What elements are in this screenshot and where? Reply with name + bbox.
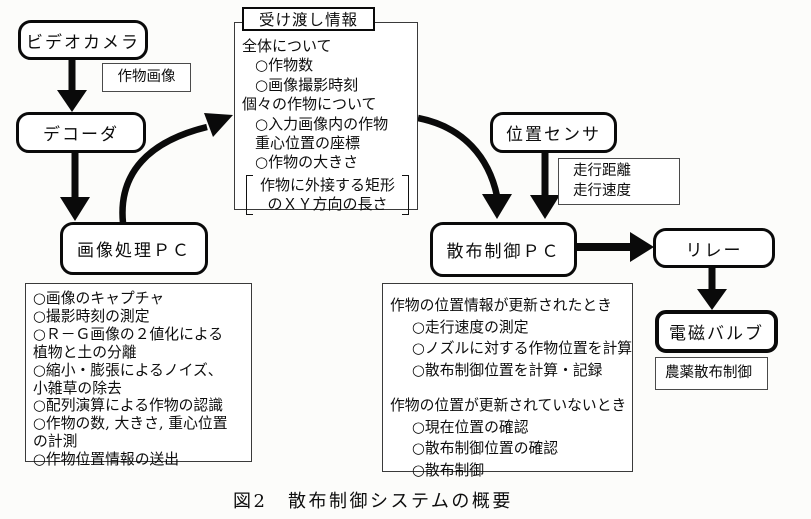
task-line: ○画像のキャプチャ bbox=[33, 290, 165, 307]
arrow-image-pc-to-info-box bbox=[119, 113, 233, 224]
left-bracket bbox=[246, 174, 253, 215]
bracket-text: 作物に外接する矩形 のＸＹ方向の長さ bbox=[259, 175, 395, 213]
label-pesticide-spray-control: 農薬散布制御 bbox=[655, 357, 768, 390]
figure-caption: 図2 散布制御システムの概要 bbox=[233, 491, 513, 512]
case1-title: 作物の位置情報が更新されたとき bbox=[390, 297, 612, 314]
arrow-spray-pc-to-relay bbox=[577, 232, 654, 262]
arrow-position-sensor-to-spray-pc bbox=[530, 153, 560, 219]
task-line: の計測 bbox=[33, 433, 78, 451]
arrow-info-box-to-spray-pc bbox=[417, 114, 512, 219]
node-solenoid-valve: 電磁バルブ bbox=[655, 310, 778, 353]
info-box-title: 受け渡し情報 bbox=[242, 7, 375, 31]
info-line: ○作物の大きさ bbox=[255, 153, 359, 172]
task-line: ○縮小・膨張によるノイズ、 bbox=[33, 361, 223, 379]
arrow-relay-to-valve bbox=[697, 268, 727, 310]
task-line: 植物と土の分離 bbox=[33, 343, 137, 361]
label-travel-info: 走行距離 走行速度 bbox=[558, 158, 680, 205]
task-line: ○ノズルに対する作物位置を計算 bbox=[412, 340, 633, 357]
right-bracket bbox=[402, 174, 409, 215]
task-line: ○作物位置情報の送出 bbox=[33, 451, 180, 469]
section-gap bbox=[390, 381, 630, 395]
task-line: ○撮影時刻の測定 bbox=[33, 307, 150, 325]
task-line: ○散布制御位置の確認 bbox=[412, 440, 559, 457]
label-crop-image: 作物画像 bbox=[102, 63, 191, 92]
info-box: 全体について ○作物数 ○画像撮影時刻 個々の作物について ○入力画像内の作物 … bbox=[234, 22, 418, 215]
info-line: ○作物数 bbox=[255, 56, 314, 75]
info-line: 重心位置の座標 bbox=[255, 134, 361, 153]
case2-title: 作物の位置が更新されていないとき bbox=[390, 397, 627, 414]
task-line: ○散布制御 bbox=[412, 461, 485, 479]
spray-pc-task-list: 作物の位置情報が更新されたとき ○走行速度の測定 ○ノズルに対する作物位置を計算… bbox=[382, 283, 633, 479]
task-line: ○配列演算による作物の認識 bbox=[33, 397, 224, 415]
node-decoder: デコーダ bbox=[16, 112, 146, 153]
node-relay: リレー bbox=[653, 228, 775, 268]
info-line: 全体について bbox=[242, 37, 332, 55]
arrow-decoder-to-image-pc bbox=[60, 153, 90, 221]
arrow-video-camera-to-decoder bbox=[57, 60, 87, 112]
info-line: ○画像撮影時刻 bbox=[255, 75, 359, 94]
node-position-sensor: 位置センサ bbox=[490, 112, 617, 153]
node-spray-control-pc: 散布制御ＰＣ bbox=[430, 222, 577, 277]
task-line: 小雑草の除去 bbox=[33, 379, 122, 397]
info-line: ○入力画像内の作物 bbox=[255, 114, 389, 133]
task-line: ○走行速度の測定 bbox=[412, 318, 529, 336]
task-line: ○作物の数, 大きさ, 重心位置 bbox=[33, 415, 228, 433]
node-image-processing-pc: 画像処理ＰＣ bbox=[60, 222, 208, 275]
info-bracket-note: 作物に外接する矩形 のＸＹ方向の長さ bbox=[246, 174, 409, 215]
task-line: ○散布制御位置を計算・記録 bbox=[412, 361, 603, 379]
node-video-camera: ビデオカメラ bbox=[18, 20, 148, 60]
task-line: ○現在位置の確認 bbox=[412, 418, 529, 436]
image-pc-task-list: ○画像のキャプチャ ○撮影時刻の測定 ○Ｒ－Ｇ画像の２値化による 植物と土の分離… bbox=[25, 283, 252, 468]
label-travel-distance: 走行距離 bbox=[573, 163, 631, 179]
label-travel-speed: 走行速度 bbox=[573, 182, 631, 199]
task-line: ○Ｒ－Ｇ画像の２値化による bbox=[33, 325, 224, 343]
info-line: 個々の作物について bbox=[242, 95, 377, 114]
